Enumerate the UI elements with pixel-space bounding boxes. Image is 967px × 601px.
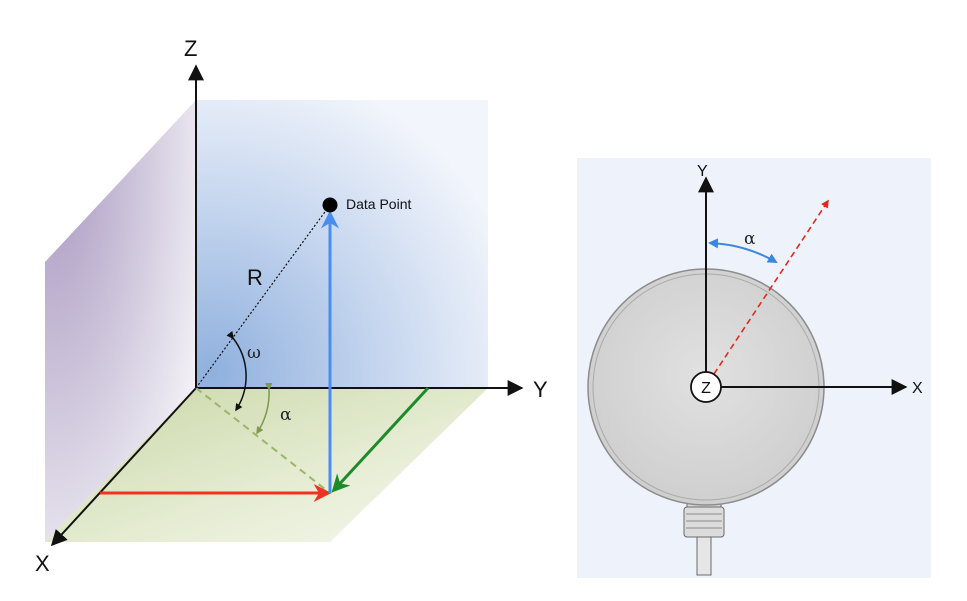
xy-plane: [45, 388, 488, 542]
data-point-label: Data Point: [346, 196, 411, 212]
x-axis-label: X: [35, 551, 50, 576]
omega-arc: [226, 330, 247, 412]
alpha-arc-right: [708, 238, 778, 263]
direction-line: [713, 199, 829, 375]
y-axis-label: Y: [533, 377, 548, 402]
xy-projection-line: [195, 387, 331, 494]
alpha-arc-left: [256, 382, 273, 435]
x-axis: [50, 387, 197, 547]
y-component-arrow: [331, 386, 430, 493]
alpha-label-left: α: [280, 405, 292, 425]
z-axis-center-marker: [690, 371, 722, 403]
radius-line: [195, 204, 331, 389]
yz-plane: [196, 100, 488, 388]
omega-label: ω: [247, 343, 261, 363]
z-center-label: Z: [701, 380, 711, 397]
sensor-y-axis-label: Y: [697, 163, 708, 180]
data-point-marker: [322, 197, 338, 213]
alpha-label-right: α: [744, 229, 756, 249]
left-3d-diagram: Z Y X R Data Point ω α: [35, 36, 548, 576]
z-axis-label: Z: [184, 36, 197, 61]
xz-plane: [45, 100, 196, 542]
sensor-x-axis-label: X: [912, 380, 923, 397]
right-sensor-diagram: Y X α Z: [577, 158, 931, 578]
radius-label: R: [247, 265, 263, 290]
